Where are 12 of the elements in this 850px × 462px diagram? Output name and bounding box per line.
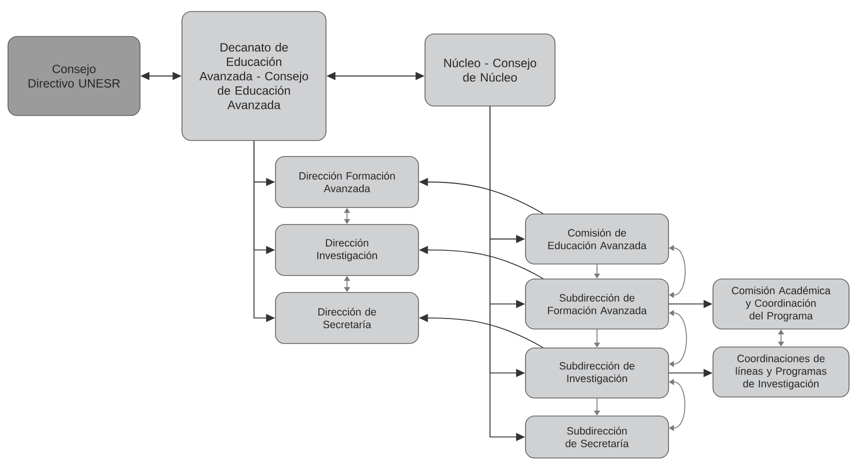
org-box: Coordinaciones de líneas y Programas de Investigación: [712, 346, 850, 398]
org-box: Comisión Académica y Coordinación del Programa: [712, 278, 850, 330]
org-box: Consejo Directivo UNESR: [8, 36, 140, 116]
org-box: Subdirección de Investigación: [525, 348, 669, 398]
org-box: Dirección Investigación: [275, 224, 419, 276]
org-box: Dirección de Secretaría: [275, 292, 419, 344]
org-box: Núcleo - Consejo de Núcleo: [424, 34, 556, 106]
org-box: Subdirección de Secretaría: [525, 416, 669, 458]
org-box: Dirección Formación Avanzada: [275, 156, 419, 208]
org-box: Subdirección de Formación Avanzada: [525, 278, 669, 330]
org-box: Comisión de Educación Avanzada: [525, 214, 669, 264]
org-box: Decanato de Educación Avanzada - Consejo de Educación Avanzada: [182, 11, 326, 141]
